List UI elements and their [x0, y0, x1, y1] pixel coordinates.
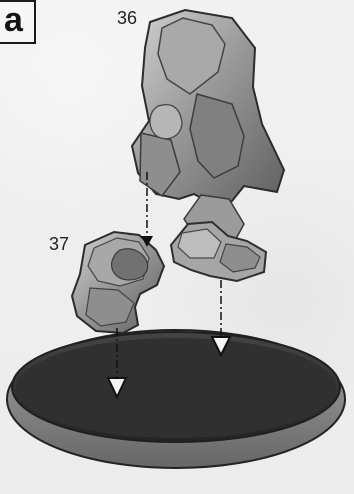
miniature-base — [7, 330, 345, 468]
part-36-model — [132, 10, 284, 281]
part-37-model — [72, 232, 164, 333]
